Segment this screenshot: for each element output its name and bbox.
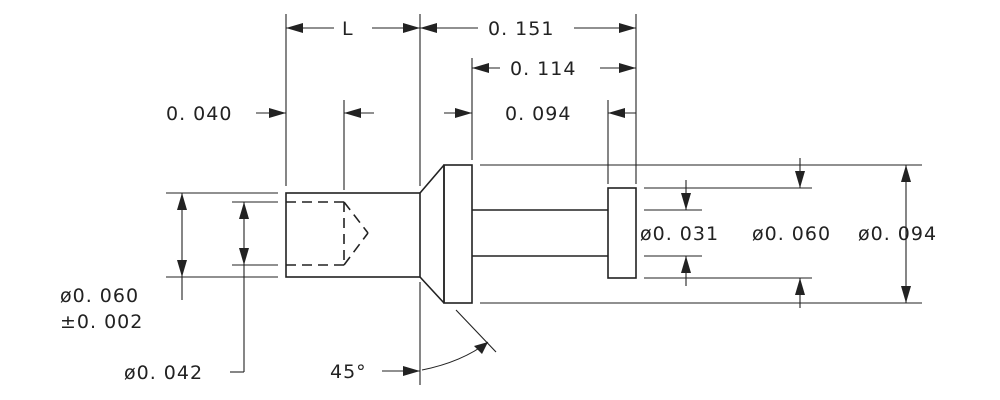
chamfer-upper <box>419 164 445 194</box>
chamfer-lower <box>419 276 445 304</box>
dim-chamfer-angle-label: 45° <box>330 361 367 383</box>
dim-shoulder-to-end-label: 0. 114 <box>510 58 576 80</box>
dim-body-diameter-label: ø0. 060 <box>60 285 139 307</box>
body-cylinder <box>285 192 421 278</box>
dim-tip-diameter-label: ø0. 031 <box>640 223 719 245</box>
dim-collar-diameter-label: ø0. 060 <box>752 223 831 245</box>
dimension-lines <box>177 23 911 376</box>
drilled-bore-hidden <box>286 201 369 266</box>
dim-drill-depth-label: 0. 040 <box>166 103 232 125</box>
flange <box>443 164 473 304</box>
part-outline <box>285 164 637 304</box>
dim-overall-length-label: 0. 151 <box>488 18 554 40</box>
collar <box>607 187 637 279</box>
dim-bore-diameter-label: ø0. 042 <box>124 362 203 384</box>
dim-flange-diameter-label: ø0. 094 <box>858 223 937 245</box>
dim-length-label: L <box>342 18 354 40</box>
dim-collar-length-label: 0. 094 <box>505 103 571 125</box>
dim-body-tolerance-label: ±0. 002 <box>60 311 143 333</box>
dimension-labels: L 0. 151 0. 114 0. 040 0. 094 ø0. 031 ø0… <box>60 18 937 384</box>
extension-lines <box>166 14 922 385</box>
